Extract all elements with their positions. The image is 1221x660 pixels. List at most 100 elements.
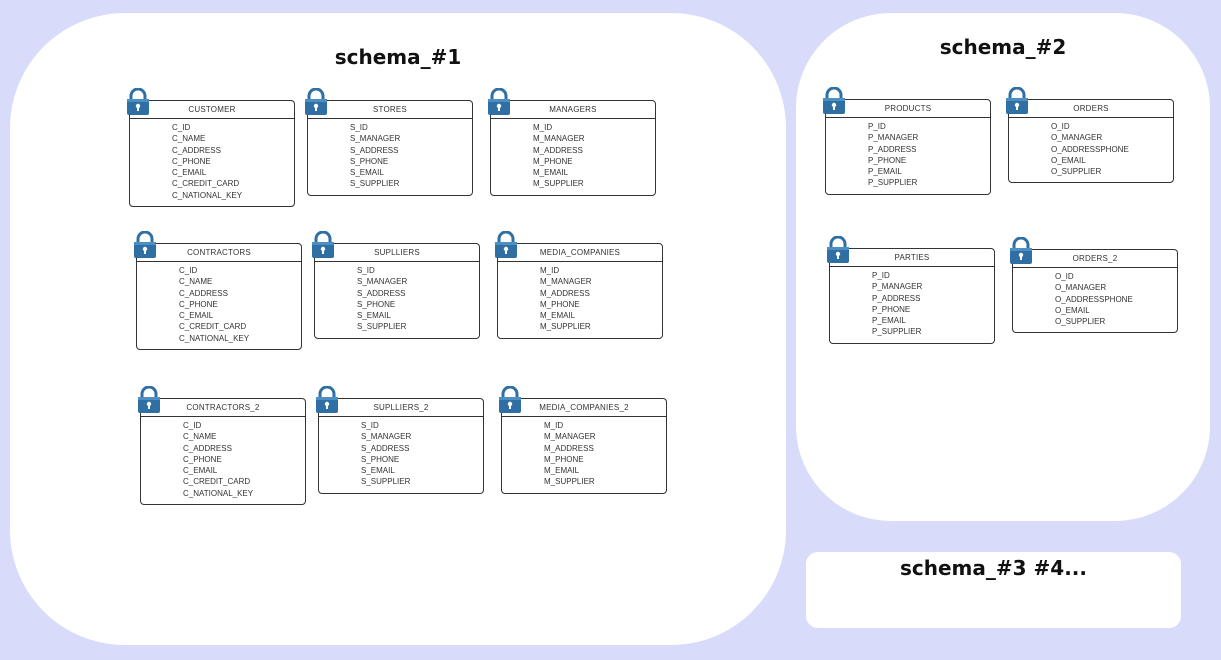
- lock-icon: [825, 235, 851, 264]
- table-field: S_SUPPLIER: [357, 322, 407, 332]
- table-field: M_PHONE: [533, 156, 573, 166]
- table-field: P_EMAIL: [872, 316, 906, 326]
- table-field: S_ID: [350, 123, 368, 132]
- table-field: S_ADDRESS: [350, 145, 399, 155]
- table-field: O_SUPPLIER: [1051, 167, 1102, 177]
- table-field: C_CREDIT_CARD: [172, 179, 240, 189]
- table-field: M_ADDRESS: [533, 145, 583, 155]
- table-field: S_PHONE: [350, 156, 389, 166]
- table-field: S_ID: [361, 421, 379, 430]
- table-field: O_SUPPLIER: [1055, 317, 1106, 327]
- table-header: PRODUCTS: [826, 100, 990, 118]
- table-field: C_PHONE: [183, 454, 222, 464]
- table-field: C_NATIONAL_KEY: [183, 488, 254, 498]
- table-field: C_NAME: [179, 277, 213, 287]
- lock-icon: [497, 385, 523, 414]
- table-field: C_EMAIL: [179, 311, 214, 321]
- table-field: P_MANAGER: [868, 133, 919, 143]
- table-field: M_SUPPLIER: [544, 477, 595, 487]
- schema-title: schema_#3 #4...: [899, 556, 1087, 580]
- table-field: C_CREDIT_CARD: [183, 477, 251, 487]
- table-field: M_ADDRESS: [540, 288, 590, 298]
- table-header: CONTRACTORS: [137, 244, 301, 262]
- table-field: P_MANAGER: [872, 282, 923, 292]
- table-field: C_CREDIT_CARD: [179, 322, 247, 332]
- table-field: M_ADDRESS: [544, 443, 594, 453]
- table-field: P_ADDRESS: [872, 293, 921, 303]
- table-field: C_EMAIL: [172, 168, 207, 178]
- table-field: C_EMAIL: [183, 466, 218, 476]
- lock-icon: [314, 385, 340, 414]
- table-header: MEDIA_COMPANIES: [498, 244, 662, 262]
- table-header: ORDERS: [1009, 100, 1173, 118]
- table-field: O_MANAGER: [1055, 283, 1107, 293]
- table-field: S_MANAGER: [357, 277, 408, 287]
- table-field: S_ADDRESS: [357, 288, 406, 298]
- table-field: P_ADDRESS: [868, 144, 917, 154]
- table-field: C_ADDRESS: [179, 288, 228, 298]
- table-field: S_EMAIL: [350, 168, 384, 178]
- table-header: CUSTOMER: [130, 101, 294, 119]
- table-field: C_NAME: [172, 134, 206, 144]
- table-field: S_MANAGER: [350, 134, 401, 144]
- table-field: M_ID: [533, 123, 553, 132]
- table-header: SUPLLIERS: [315, 244, 479, 262]
- table-field: M_EMAIL: [533, 168, 569, 178]
- table-field: C_NATIONAL_KEY: [172, 190, 243, 200]
- table-field: M_PHONE: [544, 454, 584, 464]
- table-field: C_ID: [179, 266, 198, 275]
- table-field: O_ID: [1051, 122, 1070, 131]
- table-header: MANAGERS: [491, 101, 655, 119]
- table-field: S_SUPPLIER: [361, 477, 411, 487]
- table-field: M_MANAGER: [533, 134, 585, 144]
- table-field: M_ID: [540, 266, 560, 275]
- schema-title: schema_#1: [334, 45, 462, 69]
- lock-icon: [486, 87, 512, 116]
- table-field: P_ID: [872, 271, 890, 280]
- table-field: C_PHONE: [172, 156, 211, 166]
- table-field: C_NAME: [183, 432, 217, 442]
- table-header: ORDERS_2: [1013, 250, 1177, 268]
- table-field: S_EMAIL: [357, 311, 391, 321]
- table-field: M_MANAGER: [540, 277, 592, 287]
- lock-icon: [493, 230, 519, 259]
- table-field: P_SUPPLIER: [872, 327, 922, 337]
- table-field: M_EMAIL: [540, 311, 576, 321]
- table-field: S_ID: [357, 266, 375, 275]
- lock-icon: [1004, 86, 1030, 115]
- table-field: S_SUPPLIER: [350, 179, 400, 189]
- lock-icon: [136, 385, 162, 414]
- table-field: O_EMAIL: [1051, 155, 1086, 165]
- table-field: O_ID: [1055, 272, 1074, 281]
- table-field: S_EMAIL: [361, 466, 395, 476]
- table-field: C_NATIONAL_KEY: [179, 333, 250, 343]
- table-field: M_MANAGER: [544, 432, 596, 442]
- table-header: SUPLLIERS_2: [319, 399, 483, 417]
- table-header: CONTRACTORS_2: [141, 399, 305, 417]
- table-field: O_MANAGER: [1051, 133, 1103, 143]
- table-header: PARTIES: [830, 249, 994, 267]
- lock-icon: [310, 230, 336, 259]
- table-field: C_ID: [172, 123, 191, 132]
- table-field: C_ADDRESS: [172, 145, 221, 155]
